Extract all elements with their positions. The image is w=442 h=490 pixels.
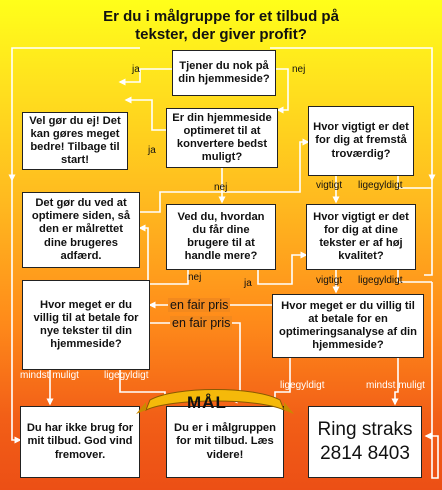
connector-fremstaa-ligegyldigt [397,176,432,189]
label-hvordan-nej: nej [188,272,202,283]
label-fair-pris-2: en fair pris [170,316,233,330]
label-optimeret-nej: nej [214,182,228,193]
label-optimeret-ja: ja [148,145,156,156]
result-ikkebrug: Du har ikke brug for mit tilbud. God vin… [20,406,140,478]
result-maalgruppe: Du er i målgruppen for mit tilbud. Læs v… [166,406,284,478]
result-ring-straks: Ring straks 2814 8403 [308,406,422,478]
label-fremstaa-ligegyldigt: ligegyldigt [358,180,403,191]
page-title-line-2: tekster, der giver profit? [135,26,307,43]
question-betale-tekster: Hvor meget er du villig til at betale fo… [22,280,150,370]
question-tekster: Hvor vigtigt er det for dig at dine teks… [306,204,416,270]
label-tekster-ligegyldigt: ligegyldigt [358,275,403,286]
label-optim-ligegyldigt: ligegyldigt [280,380,325,391]
connector-optim-mindst [391,358,399,406]
statement-detgor: Det gør du ved at optimere siden, så den… [22,192,140,268]
connector-tjener-ja [118,68,172,86]
connector-tjener-nej [276,68,289,114]
ring-straks-text: Ring straks [317,419,413,440]
connector-left-frame [8,47,140,182]
label-tekster-ligegyldigt-result: ligegyldigt [104,370,149,381]
question-tjener: Tjener du nok på din hjemmeside? [172,50,276,96]
label-tjener-nej: nej [292,64,306,75]
question-betale-optim: Hvor meget er du villig til at betale fo… [272,294,424,358]
connector-optimeret-ja [124,96,166,131]
label-fair-pris-1: en fair pris [168,298,231,312]
question-optimeret: Er din hjemmeside optimeret til at konve… [166,108,278,168]
question-fremstaa: Hvor vigtigt er det for dig at fremstå t… [308,106,414,176]
mal-banner-text: MÅL [187,393,227,412]
connector-right-frame-top [270,47,436,182]
connector-tekster-ligegyldigt [397,270,432,283]
label-fremstaa-vigtigt: vigtigt [316,180,343,191]
label-tekster-mindst: mindst muligt [20,370,79,381]
label-hvordan-ja: ja [244,278,252,289]
connector-left-to-ikkebrug [11,180,22,444]
connector-ring-loop [424,282,439,479]
connector-hvordan-ja [257,251,308,285]
connector-detgor-to-fremstaa [140,138,310,213]
label-tjener-ja: ja [132,64,140,75]
label-optim-mindst: mindst muligt [366,380,425,391]
page-title-line-1: Er du i målgruppe for et tilbud på [103,8,339,25]
question-hvordan: Ved du, hvordan du får dine brugere til … [166,204,276,270]
statement-velgor: Vel gør du ej! Det kan gøres meget bedre… [22,112,128,170]
phone-number: 2814 8403 [320,443,410,464]
connector-right-frame-mid [424,180,433,276]
label-tekster-vigtigt: vigtigt [316,275,343,286]
